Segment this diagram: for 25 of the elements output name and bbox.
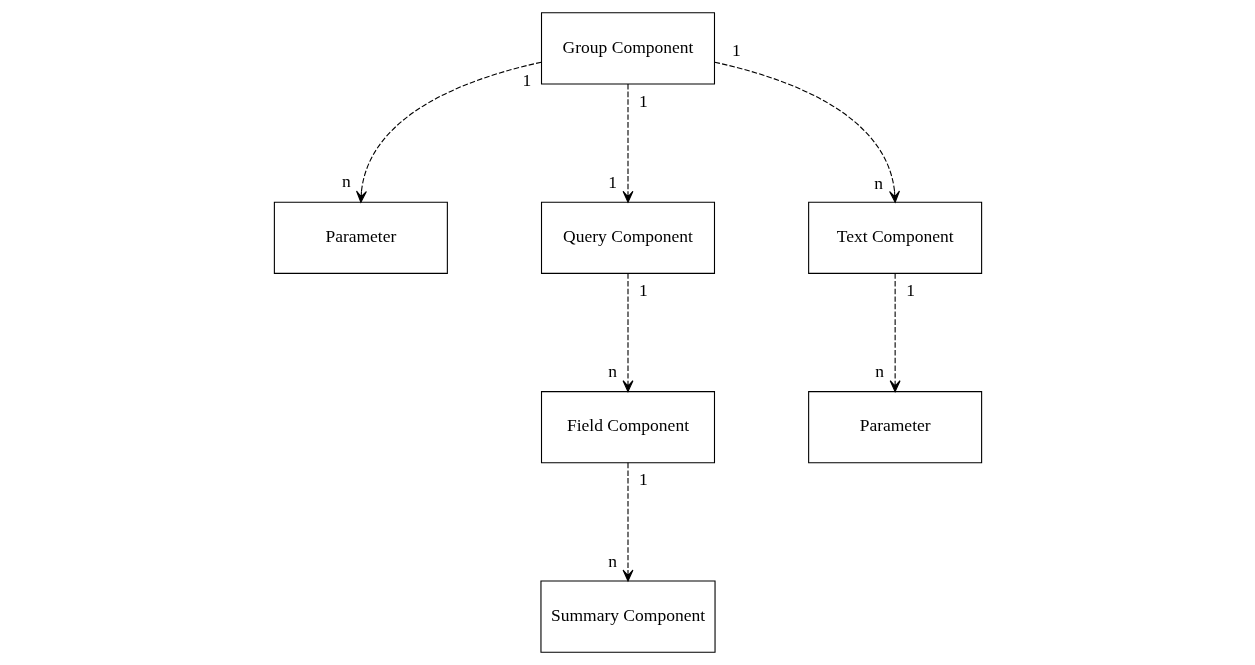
label: 1 [638, 280, 648, 301]
arrow [889, 272, 901, 393]
node-box: Field Component [540, 391, 715, 464]
arrow [355, 61, 542, 203]
label: 1 [731, 39, 741, 60]
label: n [874, 361, 884, 382]
node-box: Parameter [273, 201, 448, 274]
label: 1 [607, 171, 617, 192]
node-box: Parameter [807, 391, 982, 464]
node-box: Query Component [540, 201, 715, 274]
node-box: Group Component [540, 12, 715, 85]
label: n [873, 172, 883, 193]
label: 1 [638, 90, 648, 111]
label: n [607, 550, 617, 571]
label: n [341, 171, 351, 192]
label: n [607, 361, 617, 382]
node-box: Summary Component [539, 580, 716, 653]
label: 1 [522, 69, 531, 90]
arrow [622, 462, 633, 582]
label: 1 [638, 469, 648, 490]
label: 1 [905, 280, 915, 301]
arrow [622, 272, 633, 393]
arrow [713, 61, 900, 203]
node-box: Text Component [807, 201, 982, 274]
arrow [622, 83, 633, 203]
